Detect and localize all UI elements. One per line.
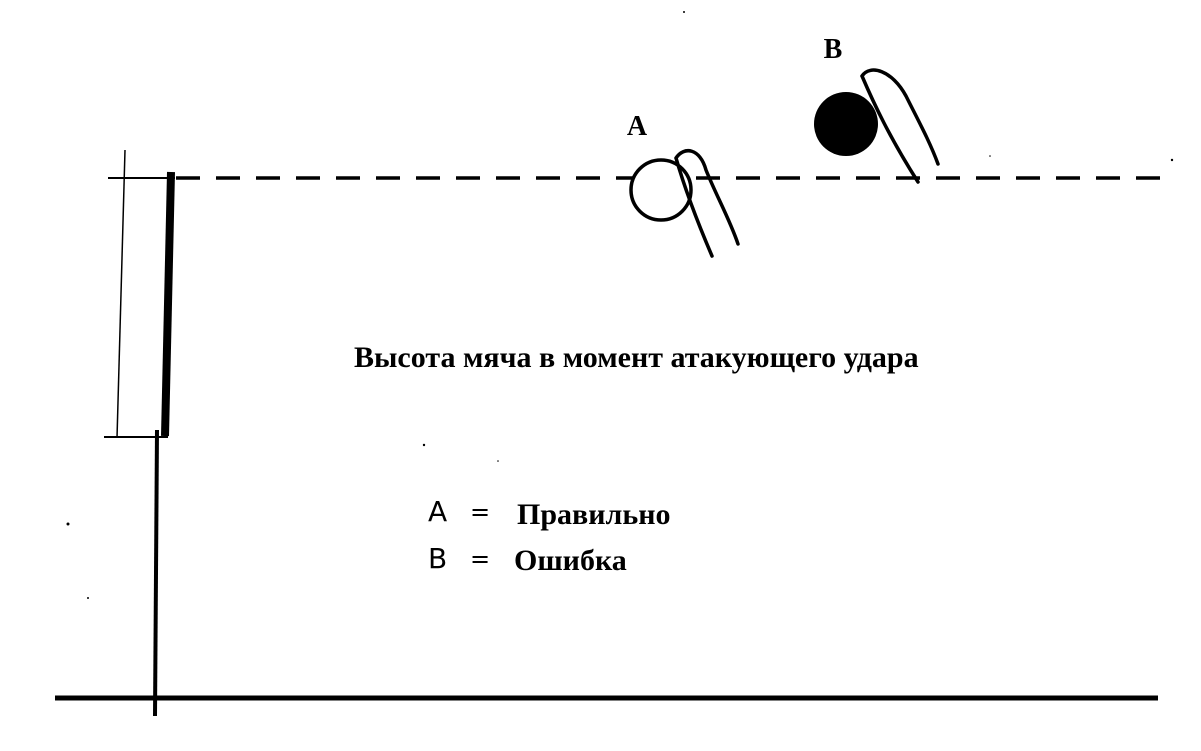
legend-a-equals: =	[470, 498, 490, 526]
net-height-bracket	[104, 149, 175, 439]
scan-speckles	[66, 11, 1174, 599]
ball-b	[814, 92, 878, 156]
ball-b-group: B	[814, 34, 940, 184]
ball-b-label: B	[824, 34, 843, 65]
hand-a-icon	[674, 148, 740, 258]
legend-b-text: Ошибка	[514, 544, 627, 577]
net-band	[161, 171, 175, 437]
legend-b-equals: =	[470, 545, 490, 573]
net-post	[153, 429, 159, 717]
ball-a-label: A	[627, 111, 648, 142]
ball-a-group: A	[627, 111, 740, 258]
diagram-caption: Высота мяча в момент атакующего удара	[354, 341, 919, 374]
legend-a-key: A	[428, 495, 447, 528]
ball-a	[629, 158, 693, 222]
hand-b-icon	[860, 68, 940, 184]
legend-a-text: Правильно	[517, 498, 671, 531]
legend: A = Правильно B = Ошибка	[428, 495, 671, 577]
legend-b-key: B	[428, 542, 447, 575]
